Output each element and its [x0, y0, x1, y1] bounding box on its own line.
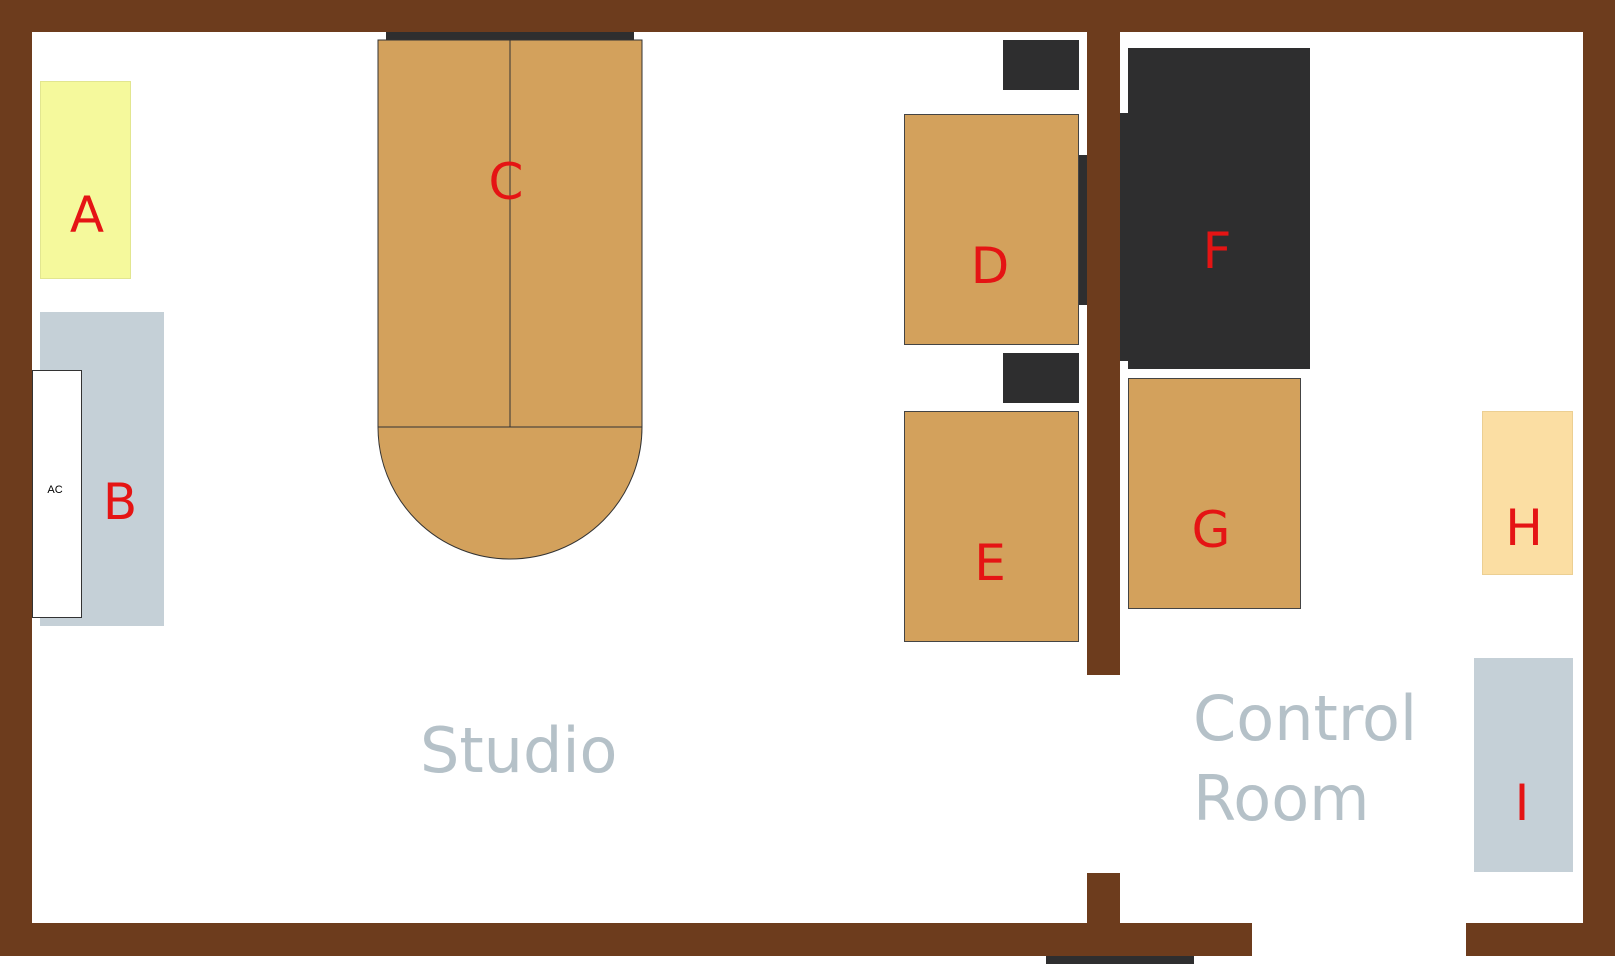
item-d-label: D [970, 237, 1010, 295]
studio-label: Studio [420, 714, 618, 787]
ac-unit-label: AC [47, 484, 63, 496]
item-h-label: H [1505, 499, 1543, 557]
item-b-label: B [102, 473, 138, 531]
speaker-bottom [1003, 353, 1079, 403]
bottom-wall-right [1466, 923, 1615, 956]
partition-wall-upper [1087, 0, 1120, 675]
speaker-top [1003, 40, 1079, 90]
item-a [40, 81, 131, 279]
partition-window-left [1079, 155, 1087, 305]
item-e-label: E [974, 534, 1006, 592]
bottom-door-strip [1046, 956, 1194, 964]
partition-wall-lower [1087, 873, 1120, 956]
item-g-label: G [1191, 501, 1231, 559]
item-a-label: A [69, 186, 105, 244]
item-d [904, 114, 1079, 345]
item-e [904, 411, 1079, 642]
item-g [1128, 378, 1301, 609]
left-wall [0, 0, 32, 956]
top-wall [0, 0, 1615, 32]
item-h [1482, 411, 1573, 575]
control-room-label-line1: Control [1193, 682, 1418, 755]
top-window [386, 32, 634, 40]
ac-unit [32, 370, 82, 618]
item-c-label: C [488, 153, 524, 211]
item-f-label: F [1202, 222, 1232, 280]
partition-window-right [1120, 113, 1128, 361]
item-i [1474, 658, 1573, 872]
item-f [1128, 48, 1310, 369]
control-room-label-line2: Room [1193, 762, 1370, 835]
item-i-label: I [1514, 774, 1530, 832]
right-wall [1583, 0, 1615, 956]
bottom-wall-left [0, 923, 1252, 956]
